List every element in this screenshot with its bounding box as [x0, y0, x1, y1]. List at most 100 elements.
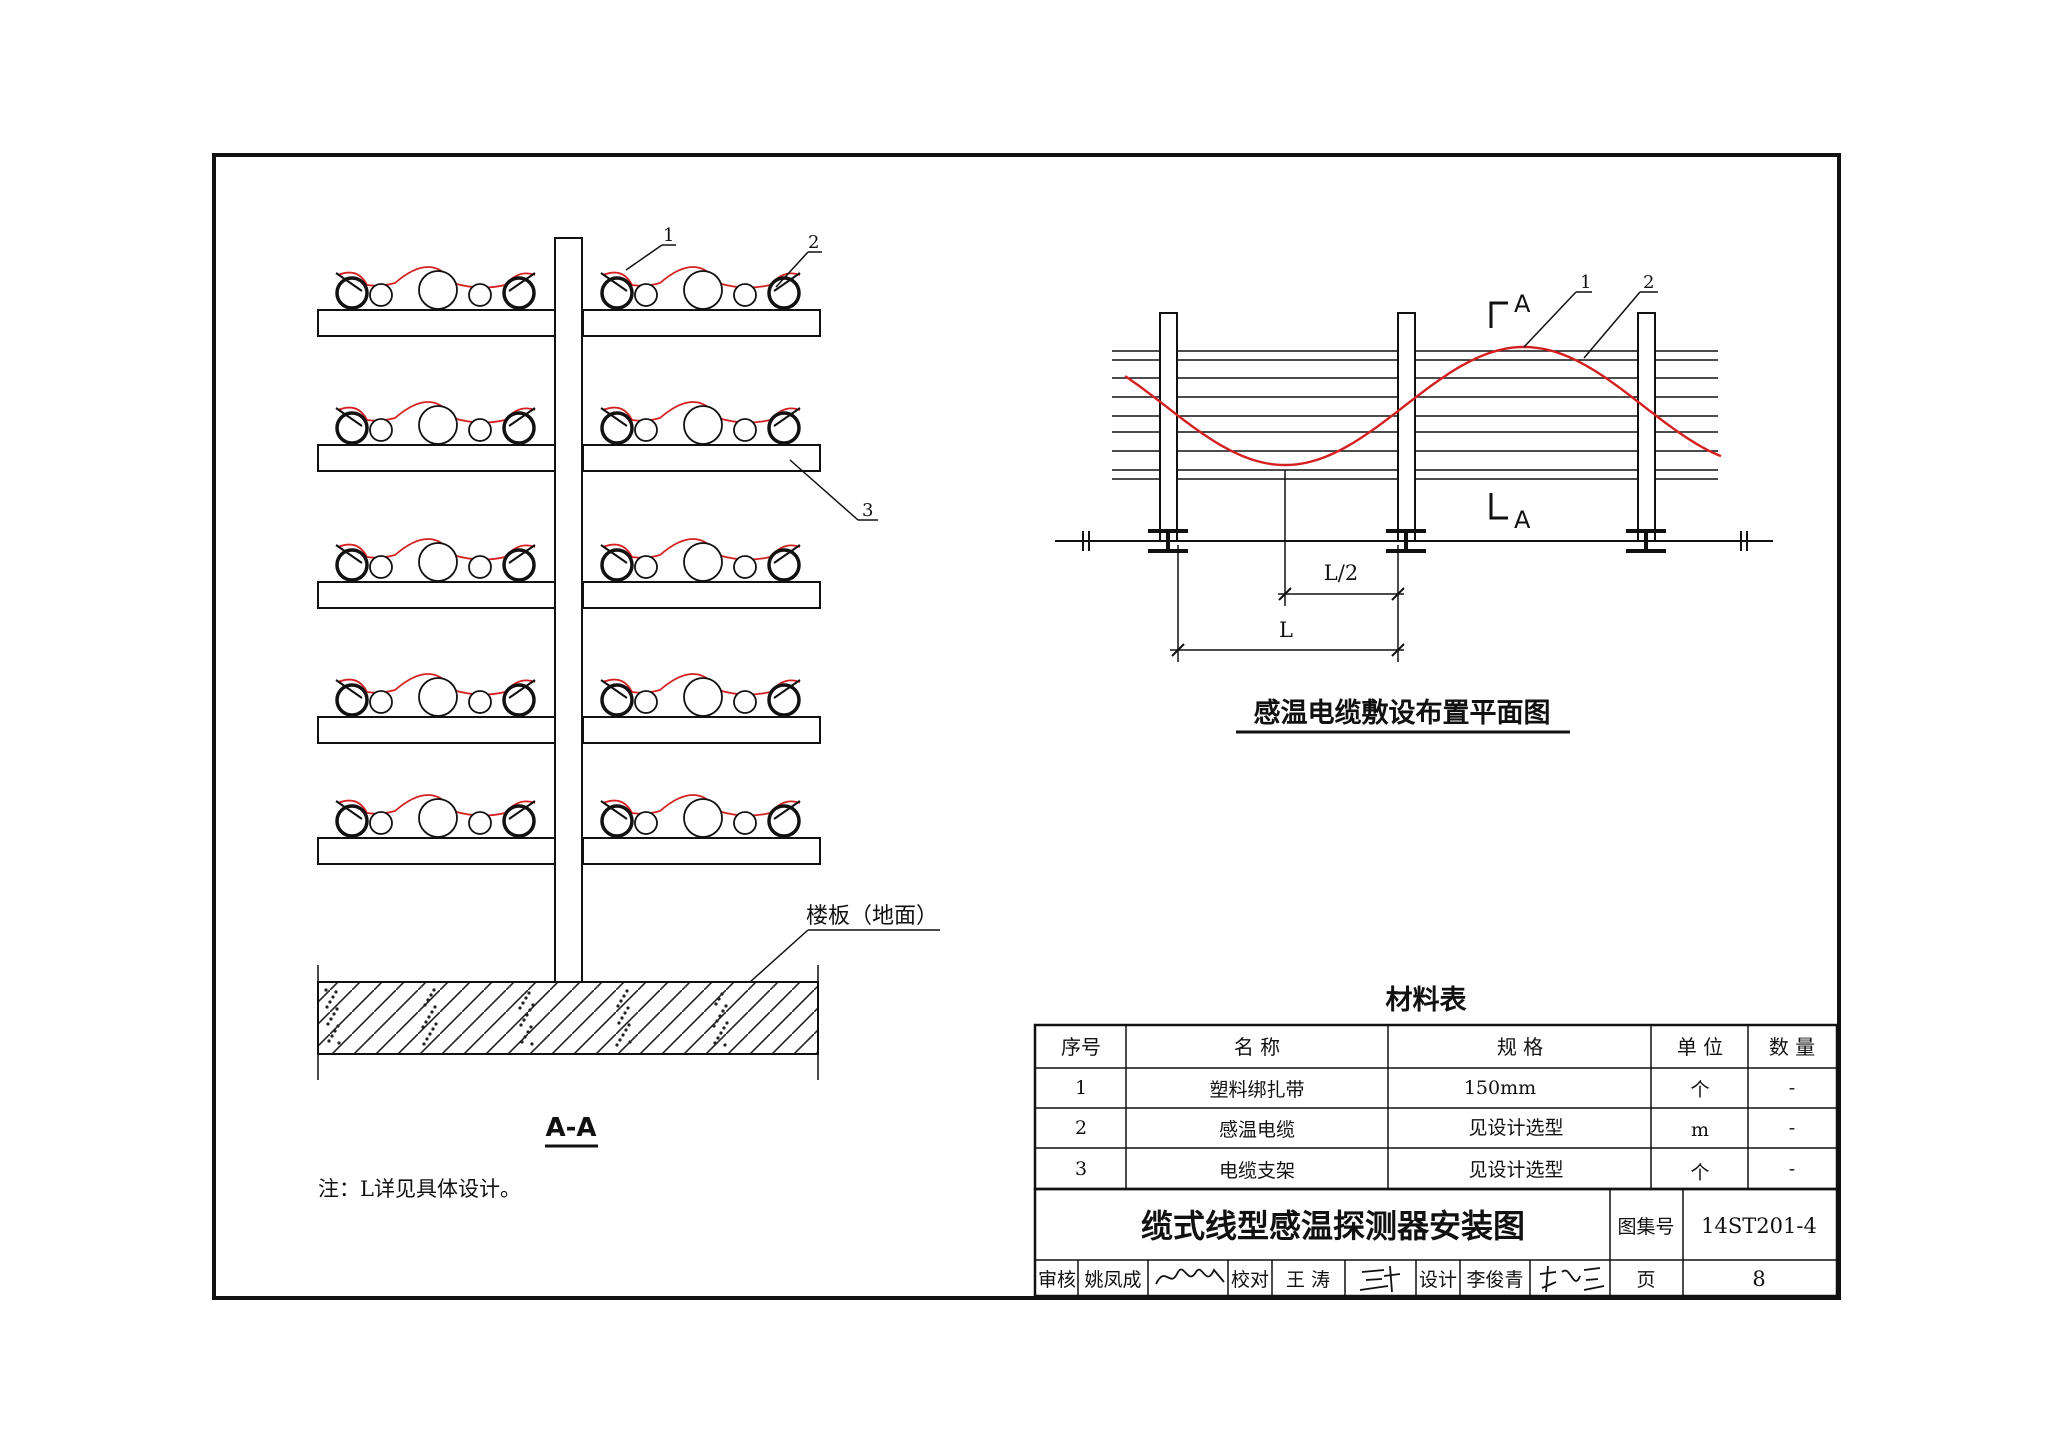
tie-band [600, 544, 628, 564]
designer-name: 李俊青 [1466, 1269, 1523, 1291]
tie-band [508, 800, 536, 820]
cable-tray [317, 837, 556, 865]
title-block: 缆式线型感温探测器安装图 图集号 14ST201-4 审核 姚凤成 校对 王 涛… [1033, 1187, 1839, 1298]
svg-text:m: m [1691, 1119, 1709, 1141]
cable-pipe [502, 411, 536, 445]
note-text: 注：L详见具体设计。 [318, 1177, 521, 1201]
svg-text:数 量: 数 量 [1769, 1035, 1815, 1059]
cable-pipe [733, 811, 757, 835]
svg-text:感温电缆: 感温电缆 [1219, 1119, 1295, 1141]
slab-aggregate [720, 992, 724, 996]
cable-pipe [418, 677, 458, 717]
svg-text:1: 1 [1075, 1077, 1087, 1099]
cable-tray [582, 309, 821, 337]
slab-aggregate [624, 1028, 628, 1032]
slab-aggregate [524, 996, 528, 1000]
floor-label: 楼板（地面） [806, 904, 938, 929]
plan-post-2 [1397, 312, 1416, 542]
reviewer-signature [1155, 1268, 1225, 1285]
table-row: 2 感温电缆 见设计选型 m - [1075, 1117, 1795, 1141]
slab-aggregate [327, 1039, 331, 1043]
section-title: A-A [545, 1113, 596, 1143]
tie-band [773, 544, 801, 564]
review-label: 审核 [1038, 1269, 1076, 1291]
svg-text:电缆支架: 电缆支架 [1219, 1160, 1295, 1182]
slab-aggregate [428, 1032, 432, 1036]
section-mark-top: A [1514, 290, 1531, 318]
slab-aggregate [422, 1042, 426, 1046]
slab-aggregate [329, 1017, 333, 1021]
designer-signature [1539, 1265, 1605, 1293]
page-label: 页 [1636, 1269, 1655, 1291]
cable-pipe [733, 690, 757, 714]
cable-pipe [369, 283, 393, 307]
cable-pipe [634, 283, 658, 307]
dim-full-label: L [1279, 618, 1293, 642]
cable-pipe [600, 411, 634, 445]
slab-aggregate [712, 1024, 716, 1028]
drawing-title: 缆式线型感温探测器安装图 [1141, 1207, 1525, 1245]
cable-pipe [733, 418, 757, 442]
slab-aggregate [424, 1020, 428, 1024]
section-mark-bottom: A [1514, 506, 1531, 534]
slab-aggregate [336, 1024, 340, 1028]
svg-text:-: - [1789, 1117, 1795, 1139]
cable-pipe [600, 276, 634, 310]
slab-aggregate [324, 988, 328, 992]
slab-aggregate [328, 1000, 332, 1004]
slab-aggregate [430, 1010, 434, 1014]
slab-aggregate [715, 1019, 719, 1023]
cable-pipe [418, 270, 458, 310]
atlas-number: 14ST201-4 [1701, 1214, 1817, 1238]
slab-aggregate [325, 1005, 329, 1009]
tie-band [600, 679, 628, 699]
slab-aggregate [615, 1043, 619, 1047]
slab-aggregate [719, 1031, 723, 1035]
cable-pipe [468, 811, 492, 835]
tie-band [508, 407, 536, 427]
svg-text:见设计选型: 见设计选型 [1468, 1117, 1563, 1139]
slab-aggregate [620, 1016, 624, 1020]
cable-pipe [733, 555, 757, 579]
slab-aggregate [528, 1008, 532, 1012]
slab-aggregate [616, 1004, 620, 1008]
cable-pipe [418, 405, 458, 445]
cable-pipe [418, 798, 458, 838]
cable-pipe [468, 418, 492, 442]
tie-band [335, 407, 363, 427]
slab-aggregate [330, 1034, 334, 1038]
cable-pipe [683, 542, 723, 582]
cable-tray [582, 716, 821, 744]
slab-aggregate [331, 995, 335, 999]
atlas-label: 图集号 [1617, 1216, 1674, 1238]
cable-pipe [683, 405, 723, 445]
svg-text:规 格: 规 格 [1497, 1035, 1543, 1059]
cable-pipe [335, 548, 369, 582]
svg-text:个: 个 [1690, 1079, 1709, 1101]
reviewer-name: 姚凤成 [1084, 1269, 1141, 1291]
cable-pipe [634, 555, 658, 579]
table-header-row: 序号 名 称 规 格 单 位 数 量 [1061, 1035, 1815, 1059]
slab-aggregate [717, 997, 721, 1001]
slab-aggregate [520, 1040, 524, 1044]
sheet-border [212, 153, 1841, 1300]
slab-aggregate [423, 1003, 427, 1007]
tie-band [773, 679, 801, 699]
tie-band [773, 407, 801, 427]
svg-text:150mm: 150mm [1464, 1077, 1536, 1099]
slab-aggregate [622, 994, 626, 998]
slab-aggregate [333, 1029, 337, 1033]
page-number: 8 [1752, 1267, 1765, 1291]
cable-tray [317, 581, 556, 609]
cable-tray [317, 444, 556, 472]
tie-band [508, 272, 536, 292]
checker-name: 王 涛 [1286, 1269, 1330, 1291]
slab-aggregate [421, 1025, 425, 1029]
svg-text:-: - [1789, 1158, 1795, 1180]
tie-band [600, 272, 628, 292]
slab-aggregate [335, 1007, 339, 1011]
cable-pipe [468, 690, 492, 714]
svg-text:3: 3 [1075, 1158, 1087, 1180]
slab-aggregate [429, 993, 433, 997]
